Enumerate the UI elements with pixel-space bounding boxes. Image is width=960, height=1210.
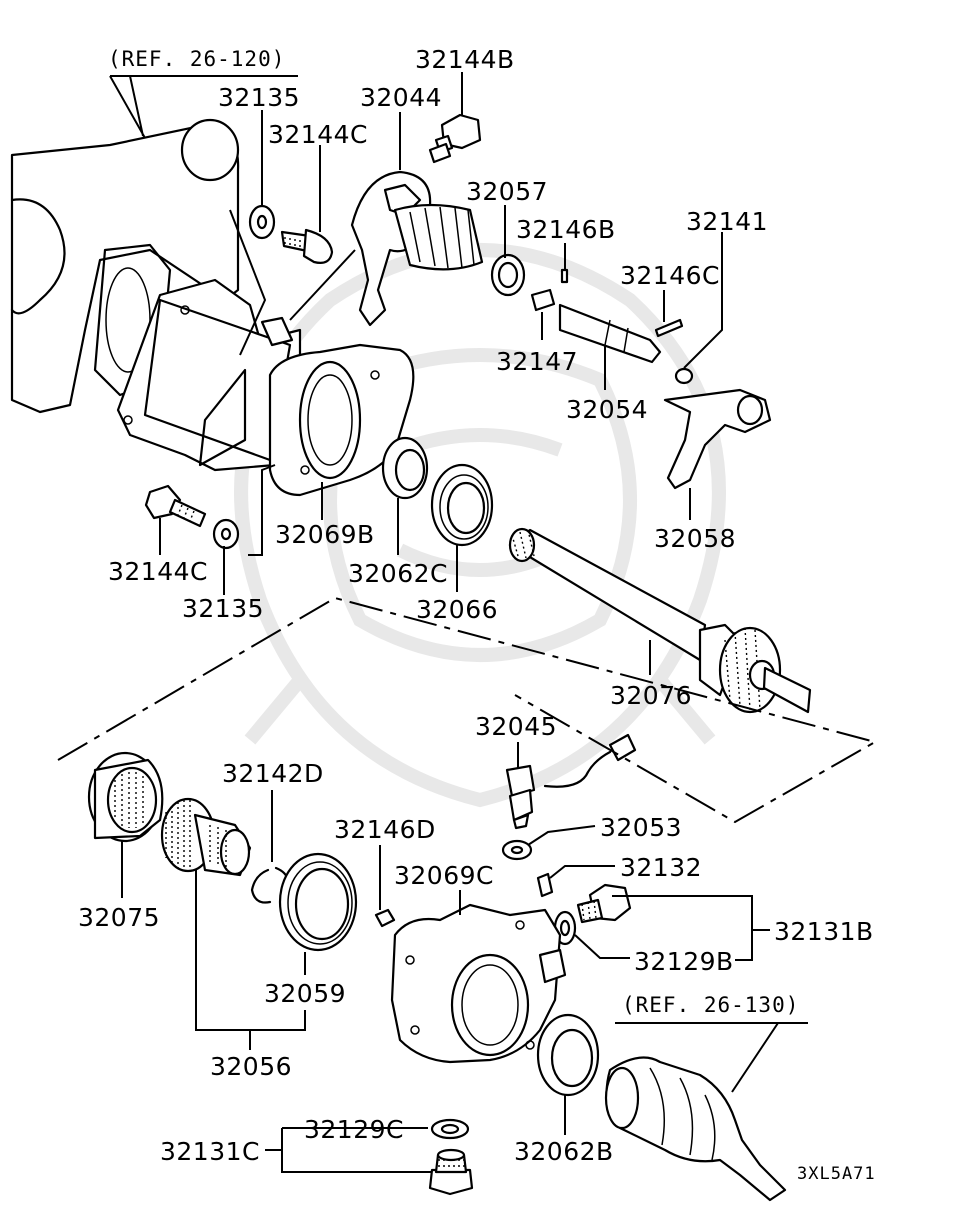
label-32135-bottom: 32135 [182, 594, 264, 623]
seal-32062B [536, 1013, 600, 1097]
speed-sensor-32045 [505, 733, 637, 830]
label-32054: 32054 [566, 395, 648, 424]
bolt-32144C-top [280, 228, 334, 264]
plug-32131C [428, 1148, 474, 1196]
label-32135-top: 32135 [218, 83, 300, 112]
seal-32062C [381, 436, 429, 500]
label-32059: 32059 [264, 979, 346, 1008]
label-32058: 32058 [654, 524, 736, 553]
label-32075: 32075 [78, 903, 160, 932]
label-32147: 32147 [496, 347, 578, 376]
label-32057: 32057 [466, 177, 548, 206]
label-32062B: 32062B [514, 1137, 614, 1166]
bolt-32144C-bottom [144, 484, 207, 528]
label-32141: 32141 [686, 207, 768, 236]
label-32146C: 32146C [620, 261, 720, 290]
pin-32146C [654, 318, 684, 338]
ref-label-lower: (REF. 26-130) [622, 993, 799, 1017]
pin-32146D [374, 908, 396, 928]
output-shaft-32076 [508, 527, 812, 714]
pin-32146B [560, 268, 569, 284]
gear-32056 [160, 797, 252, 877]
shift-lever-32044 [350, 170, 484, 327]
bearing-32066 [430, 463, 494, 547]
seal-32057 [490, 253, 526, 297]
washer-32135-bottom [212, 518, 240, 550]
spacer-32147 [530, 288, 556, 312]
label-32146D: 32146D [334, 815, 436, 844]
label-32066: 32066 [416, 595, 498, 624]
label-32131B: 32131B [774, 917, 874, 946]
washer-32053 [501, 839, 533, 861]
ref-label-upper: (REF. 26-120) [108, 47, 285, 71]
part-labels: (REF. 26-120) (REF. 26-130) 3XL5A71 3214… [78, 45, 876, 1184]
rear-case-32069C [390, 903, 567, 1064]
label-32129C: 32129C [304, 1115, 404, 1144]
label-32069C: 32069C [394, 861, 494, 890]
label-32131C: 32131C [160, 1137, 260, 1166]
seal-32059 [278, 852, 358, 952]
label-32144C-bottom: 32144C [108, 557, 208, 586]
propeller-shaft-boot [604, 1056, 787, 1202]
label-32062C: 32062C [348, 559, 448, 588]
washer-32129C [430, 1118, 470, 1140]
bearing-32075 [87, 751, 164, 843]
label-32132: 32132 [620, 853, 702, 882]
dash-dot-grouping [57, 596, 878, 824]
label-32076: 32076 [610, 681, 692, 710]
pin-32132 [536, 872, 554, 898]
plug-32131B [576, 883, 632, 924]
label-32146B: 32146B [516, 215, 616, 244]
label-32142D: 32142D [222, 759, 324, 788]
shift-rail-32054 [558, 303, 662, 364]
label-32045: 32045 [475, 712, 557, 741]
label-32069B: 32069B [275, 520, 375, 549]
washer-32135-top [248, 204, 276, 240]
leader-lines [109, 72, 808, 1173]
bracket-tab [260, 316, 294, 347]
label-32053: 32053 [600, 813, 682, 842]
label-32056: 32056 [210, 1052, 292, 1081]
snap-ring-32141 [674, 367, 694, 385]
label-32129B: 32129B [634, 947, 734, 976]
adapter-housing-32069B [116, 278, 415, 497]
diagram-code: 3XL5A71 [797, 1164, 876, 1184]
shift-fork-32058 [663, 388, 772, 490]
bolt-32144B [428, 113, 482, 164]
label-32144B: 32144B [415, 45, 515, 74]
label-32044: 32044 [360, 83, 442, 112]
label-32144C-top: 32144C [268, 120, 368, 149]
